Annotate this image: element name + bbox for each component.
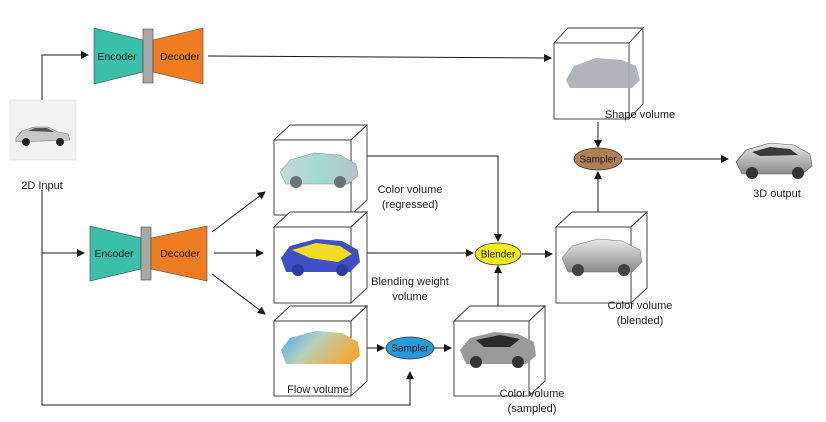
sampler-top-node: Sampler: [573, 147, 623, 171]
top-bottleneck: [142, 28, 154, 84]
output-label: 3D output: [753, 188, 801, 200]
flow-volume-label: Flow volume: [287, 384, 349, 396]
color-regressed-cube: [272, 123, 369, 217]
bottom-bottleneck: [140, 226, 152, 281]
car-icon: [15, 126, 71, 146]
blender-node: Blender: [474, 242, 522, 266]
sampler-flow-label: Sampler: [391, 344, 429, 355]
top-decoder: [152, 27, 204, 85]
top-encoder-decoder: Encoder Decoder: [93, 27, 204, 85]
sampler-top-label: Sampler: [579, 155, 617, 166]
bottom-decoder-label: Decoder: [160, 248, 200, 260]
arrow-input-to-top-encoder: [41, 51, 89, 100]
color-regressed-label-2: (regressed): [382, 199, 438, 211]
arrow-top-decoder-to-shape: [207, 53, 552, 62]
color-sampled-label-2: (sampled): [508, 403, 557, 415]
blender-label: Blender: [481, 250, 516, 261]
color-sampled-label-1: Color volume: [500, 388, 565, 400]
input-image: [9, 99, 77, 161]
color-blended-label-2: (blended): [617, 315, 663, 327]
bottom-encoder-decoder: Encoder Decoder: [89, 225, 208, 282]
input-label: 2D Input: [21, 180, 63, 192]
output-car: [735, 142, 813, 179]
color-blended-car: [561, 238, 643, 273]
top-encoder-label: Encoder: [97, 51, 137, 63]
blend-weight-label-2: volume: [392, 291, 427, 303]
flow-volume-cube: [272, 304, 369, 398]
bottom-encoder-label: Encoder: [94, 248, 134, 260]
top-decoder-label: Decoder: [160, 51, 200, 63]
arrow-input-to-flow-sampler: [41, 253, 414, 406]
blend-weight-label-1: Blending weight: [371, 276, 449, 288]
color-regressed-label-1: Color volume: [378, 184, 443, 196]
flow-volume-car: [281, 331, 360, 364]
arrow-decoder-to-color-regressed: [211, 191, 266, 233]
shape-volume-label: Shape volume: [605, 109, 675, 121]
shape-volume-car: [566, 58, 640, 88]
arrow-input-to-bottom-encoder: [41, 190, 85, 257]
bottom-decoder: [150, 225, 208, 282]
color-sampled-cube: [452, 304, 547, 398]
shape-volume-cube: [552, 26, 645, 121]
color-blended-label-1: Color volume: [608, 300, 673, 312]
connectors: [41, 51, 729, 406]
blend-weight-cube: [272, 210, 369, 305]
arrow-color-regressed-to-blender: [367, 155, 502, 242]
arrow-decoder-to-flow: [211, 273, 266, 315]
sampler-flow-node: Sampler: [385, 336, 435, 360]
color-blended-cube: [554, 210, 649, 305]
